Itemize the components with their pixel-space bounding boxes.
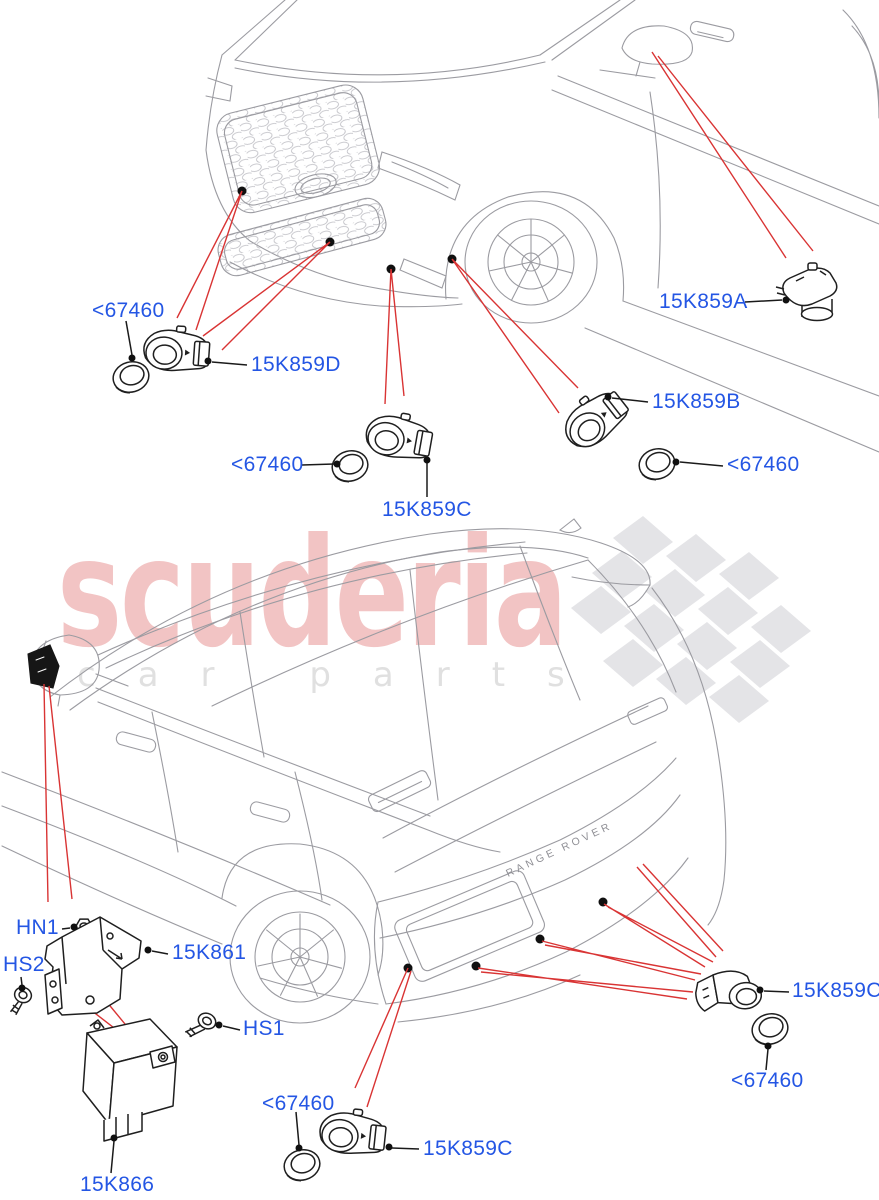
- module-15k866-art: [82, 1018, 178, 1142]
- rear-badge-text: RANGE ROVER: [504, 820, 614, 880]
- front-vehicle-art: [205, 0, 879, 453]
- sensor-15k859c-rear-corner-art: [695, 970, 763, 1012]
- watermark-subtitle: car parts: [77, 655, 607, 695]
- bezel-front-left-art: [108, 357, 154, 397]
- screw-hs1-art: [184, 1012, 217, 1038]
- sensor-15k859c-front-art: [362, 406, 436, 464]
- callout-15K859A[interactable]: 15K859A: [659, 290, 748, 313]
- callout-15K859D[interactable]: 15K859D: [251, 353, 341, 376]
- checkered-flag-watermark: [571, 516, 811, 723]
- bracket-15k861-art: [44, 916, 142, 1016]
- callout-15K861[interactable]: 15K861: [172, 941, 247, 964]
- bezel-front-right-art: [634, 444, 680, 484]
- screw-hs2-art: [9, 986, 33, 1016]
- callout-15K859C-rear-corner[interactable]: 15K859C: [792, 979, 879, 1002]
- callout-67460-front-center[interactable]: <67460: [231, 453, 304, 476]
- sensor-15k859a-art: [775, 262, 838, 322]
- sensor-15k859d-art: [141, 322, 212, 374]
- watermark: scuderia car parts: [57, 506, 607, 695]
- callout-HS2[interactable]: HS2: [3, 953, 45, 976]
- callout-15K866[interactable]: 15K866: [80, 1173, 155, 1196]
- callout-anchor-dots: [18, 296, 790, 1152]
- callout-67460-rear-center[interactable]: <67460: [262, 1092, 335, 1115]
- callout-leader-lines: [20, 299, 790, 1174]
- callout-67460-front-right[interactable]: <67460: [727, 453, 800, 476]
- callout-15K859B[interactable]: 15K859B: [652, 390, 741, 413]
- callout-67460-front-left[interactable]: <67460: [92, 299, 165, 322]
- callout-15K859C-rear-center[interactable]: 15K859C: [423, 1137, 513, 1160]
- sensor-15k859b-art: [553, 379, 634, 457]
- parts-artwork: [9, 262, 838, 1185]
- callout-15K859C-front[interactable]: 15K859C: [382, 498, 472, 521]
- callout-HN1[interactable]: HN1: [16, 916, 59, 939]
- callout-HS1[interactable]: HS1: [243, 1017, 285, 1040]
- bezel-rear-center-art: [279, 1145, 325, 1185]
- bezel-rear-corner-art: [747, 1009, 793, 1049]
- callout-67460-rear-corner[interactable]: <67460: [731, 1069, 804, 1092]
